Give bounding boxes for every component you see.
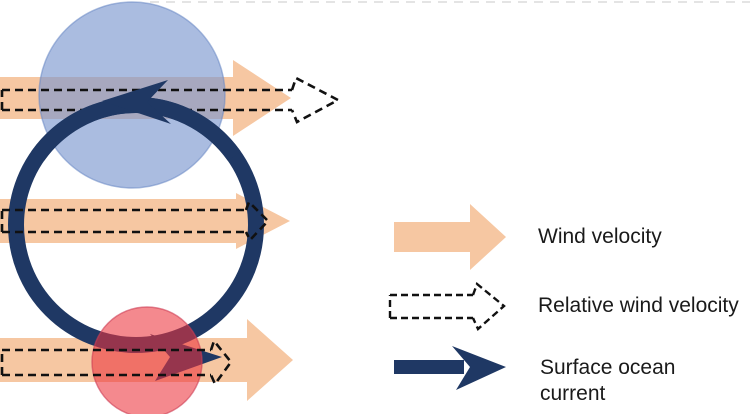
legend-wind-arrow-icon [394,204,506,270]
legend-current-arrow-shaft [394,360,464,374]
current-arrowhead-top [102,80,171,124]
legend-label-wind-velocity: Wind velocity [538,225,662,248]
legend-current-arrowhead [452,346,506,390]
wind-arrow-middle [0,193,290,249]
red-shaded-circle [91,306,203,414]
legend-label-surface-ocean-current: Surface ocean current [540,356,676,405]
legend-surface-current-arrow-icon [394,346,506,390]
relative-wind-arrow-bottom [0,338,233,387]
legend-label-relative-wind-velocity: Relative wind velocity [538,294,739,317]
legend-relative-wind-arrow-icon [388,282,506,331]
relative-wind-arrow-middle [0,199,270,243]
